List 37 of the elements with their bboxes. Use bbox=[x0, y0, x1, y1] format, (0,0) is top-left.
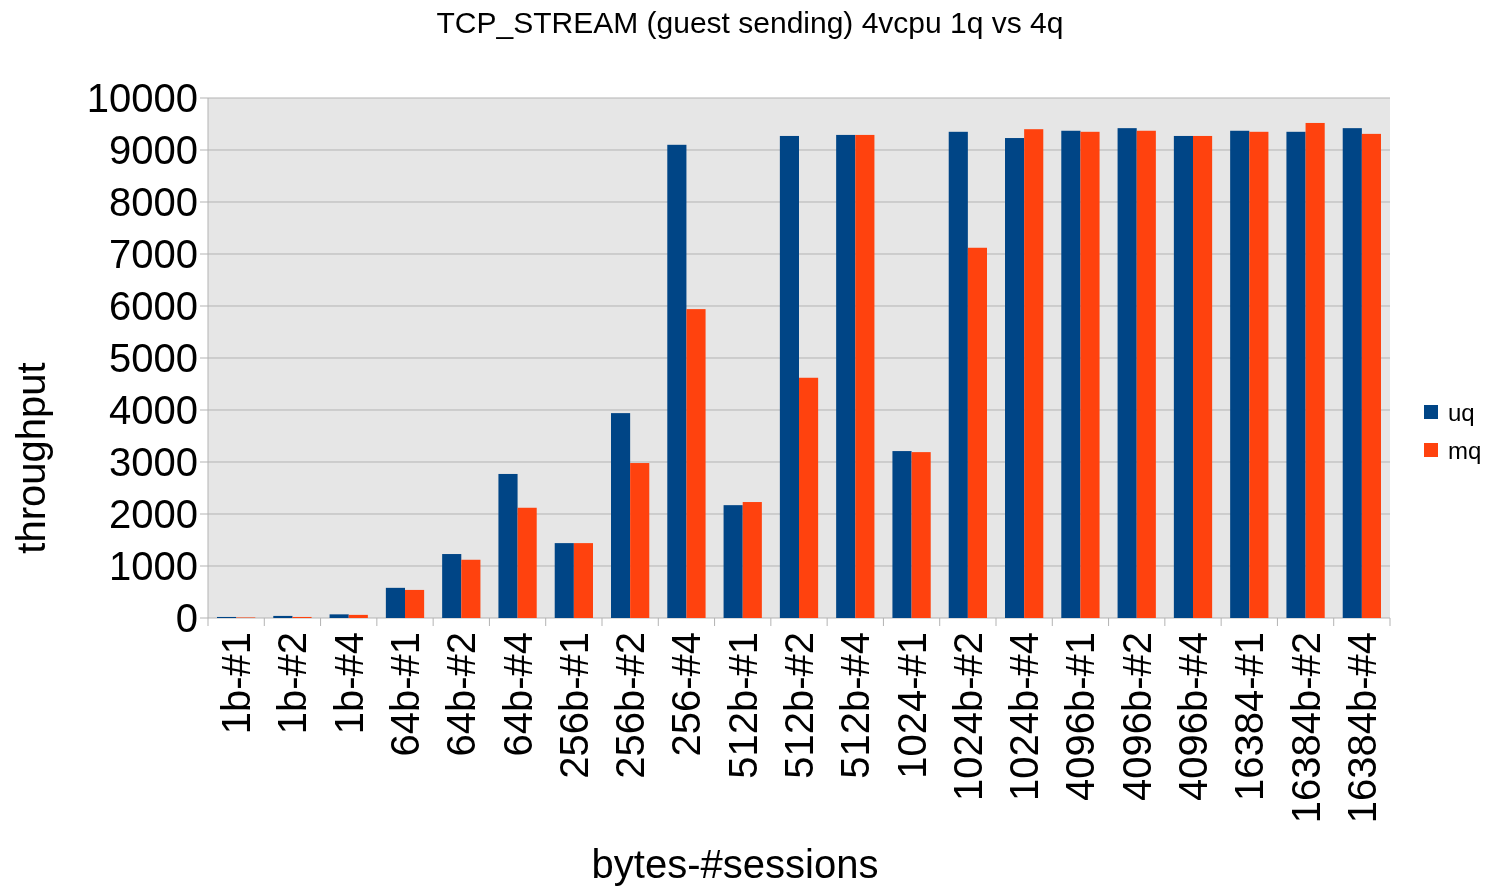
axis-title: bytes-#sessions bbox=[591, 842, 879, 886]
category-label: 512b-#2 bbox=[777, 632, 821, 779]
tick-label: 7000 bbox=[109, 232, 198, 276]
category-label: 256-#4 bbox=[664, 632, 709, 757]
category-label: 256b-#1 bbox=[551, 632, 596, 779]
tick-label: 4000 bbox=[109, 388, 198, 432]
category-label: 4096b-#4 bbox=[1171, 632, 1215, 802]
tick-label: 9000 bbox=[109, 128, 198, 172]
legend-label: mq bbox=[1448, 437, 1482, 464]
category-label: 64b-#4 bbox=[495, 632, 540, 757]
category-label: 4096b-#1 bbox=[1058, 632, 1103, 802]
tick-label: 6000 bbox=[109, 284, 198, 328]
category-label: 1b-#4 bbox=[326, 632, 371, 735]
tick-label: 0 bbox=[175, 596, 198, 640]
category-label: 1024-#1 bbox=[889, 632, 934, 779]
category-label: 64b-#2 bbox=[439, 632, 484, 757]
category-label: 256b-#2 bbox=[608, 632, 653, 779]
category-label: 1b-#1 bbox=[214, 632, 259, 735]
chart-title: TCP_STREAM (guest sending) 4vcpu 1q vs 4q bbox=[436, 6, 1064, 39]
category-label: 1b-#2 bbox=[270, 632, 315, 735]
tick-label: 8000 bbox=[109, 180, 198, 224]
tick-label: 2000 bbox=[109, 492, 198, 536]
category-label: 16384b-#2 bbox=[1283, 632, 1328, 824]
tick-label: 10000 bbox=[86, 76, 198, 120]
tick-label: 5000 bbox=[109, 336, 198, 380]
tick-label: 3000 bbox=[109, 440, 198, 484]
category-label: 1024b-#4 bbox=[1002, 632, 1047, 802]
legend-label: uq bbox=[1448, 399, 1475, 426]
category-label: 512b-#4 bbox=[833, 632, 878, 779]
category-label: 16384b-#4 bbox=[1339, 632, 1384, 824]
category-label: 4096b-#2 bbox=[1114, 632, 1159, 802]
axis-title: throughput bbox=[9, 362, 53, 554]
tick-label: 1000 bbox=[109, 544, 198, 588]
category-label: 1024b-#2 bbox=[945, 632, 990, 802]
category-label: 16384-#1 bbox=[1227, 632, 1272, 802]
category-label: 512b-#1 bbox=[720, 632, 765, 779]
category-label: 64b-#1 bbox=[383, 632, 427, 757]
